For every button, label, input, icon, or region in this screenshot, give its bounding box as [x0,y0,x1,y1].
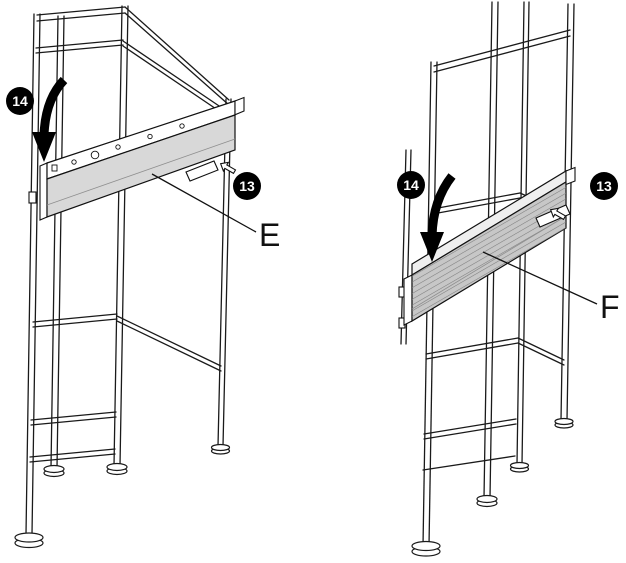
wireframe-left-feet [14,443,231,549]
step-badge-14-right: 14 [397,171,425,199]
hook-bracket-right [535,204,571,228]
step-badge-14-right-label: 14 [403,177,419,193]
hook-bracket-plate [185,160,219,182]
rail-E-end-cap [39,162,48,221]
rail-F-bend-line [411,215,567,310]
step-badge-13-right-label: 13 [596,178,612,194]
rail-E-holes [51,123,185,172]
figure-left: 14 13 E [6,5,280,549]
rotate-down-arrow-icon-right [420,173,456,262]
step-badge-13-left: 13 [233,172,261,200]
rail-part-F [403,166,576,326]
leader-line-E [151,173,257,233]
rail-F-end-cap [403,274,413,326]
rail-part-E [39,96,245,221]
rail-E-bend-line [46,138,236,206]
rotate-down-arrow-icon-left [32,76,68,162]
rail-F-hatching [412,182,566,321]
leader-line-F [482,251,598,305]
step-badge-13-left-label: 13 [239,178,255,194]
wireframe-right-feet [411,417,574,557]
step-badge-14-left-label: 14 [12,93,28,109]
wireframe-left-wires [25,5,232,535]
rail-E-face [46,114,236,218]
insert-arrow-icon [549,207,567,221]
part-label-F: F [600,289,620,325]
step-badge-14-left: 14 [6,87,34,115]
mounting-tab-left [28,191,37,204]
part-label-E: E [259,217,280,253]
insert-arrow-icon [219,161,237,175]
figure-right: 14 13 F [397,1,620,557]
rail-F-end-step [565,166,576,186]
rail-E-end-step [234,96,245,116]
hook-bracket-left [185,160,237,182]
step-badge-13-right: 13 [590,172,618,200]
